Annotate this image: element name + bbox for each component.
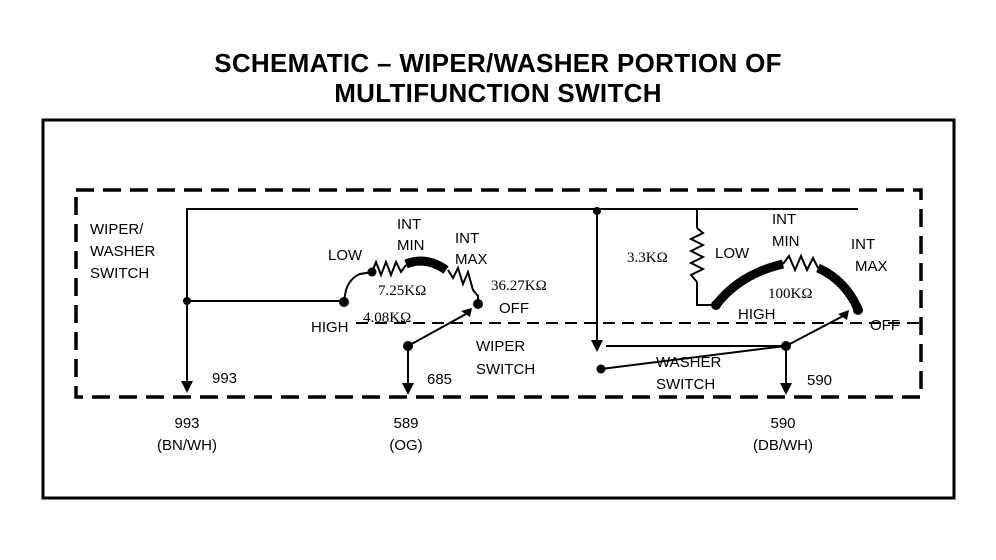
circuit-685-label: 685 (427, 371, 452, 388)
switch-label-line-3: SWITCH (90, 265, 149, 282)
terminal-590-circuit: 590 (770, 415, 795, 432)
washer-high-label: HIGH (738, 306, 776, 323)
washer-off-label: OFF (870, 317, 900, 334)
arrowheads (181, 308, 849, 395)
washer-switch-label-1: WASHER (656, 354, 721, 371)
terminal-993-color: (BN/WH) (157, 437, 217, 454)
terminal-589-circuit: 589 (393, 415, 418, 432)
wiper-high-label: HIGH (311, 319, 349, 336)
wiper-switch-label-1: WIPER (476, 338, 525, 355)
washer-int-min-label-1: INT (772, 211, 796, 228)
wiper-int-max-label-2: MAX (455, 251, 488, 268)
washer-int-max-label-1: INT (851, 236, 875, 253)
terminal-589-color: (OG) (389, 437, 422, 454)
diagram-title-line-2: MULTIFUNCTION SWITCH (334, 78, 662, 108)
switch-label-line-2: WASHER (90, 243, 155, 260)
wiper-resistor-4k08-label: 4.08KΩ (363, 310, 411, 326)
main-wiring (186, 208, 858, 384)
wiper-resistor-7k25-label: 7.25KΩ (378, 283, 426, 299)
switch-label-line-1: WIPER/ (90, 221, 144, 238)
washer-int-max-label-2: MAX (855, 258, 888, 275)
wiper-off-label: OFF (499, 300, 529, 317)
washer-pot-low-band (712, 259, 785, 308)
washer-resistor-3k3-label: 3.3KΩ (627, 250, 668, 266)
wiper-int-min-label-1: INT (397, 216, 421, 233)
diagram-title-line-1: SCHEMATIC – WIPER/WASHER PORTION OF (214, 48, 782, 78)
wiper-int-band (404, 256, 449, 274)
washer-switch-label-2: SWITCH (656, 376, 715, 393)
washer-pot-zigzag (782, 253, 819, 273)
washer-pot-max-band (816, 263, 863, 311)
washer-int-min-label-2: MIN (772, 233, 800, 250)
outer-frame (41, 118, 956, 500)
switch-boundary (74, 188, 923, 399)
wiper-resistor-network (343, 259, 479, 302)
washer-contacts (596, 300, 863, 374)
wiper-resistor-36k27-label: 36.27KΩ (491, 278, 547, 294)
resistor-3k3 (688, 227, 706, 283)
wiper-low-label: LOW (328, 247, 363, 264)
washer-low-label: LOW (715, 245, 750, 262)
terminal-993-circuit: 993 (174, 415, 199, 432)
terminal-590-color: (DB/WH) (753, 437, 813, 454)
wiper-int-min-label-2: MIN (397, 237, 425, 254)
junction-dots (183, 207, 601, 305)
circuit-993-inner-label: 993 (212, 370, 237, 387)
washer-pot-100k-label: 100KΩ (768, 286, 812, 302)
wiper-int-max-label-1: INT (455, 230, 479, 247)
circuit-590-inner-label: 590 (807, 372, 832, 389)
wiper-switch-label-2: SWITCH (476, 361, 535, 378)
wiper-contacts (339, 267, 483, 351)
